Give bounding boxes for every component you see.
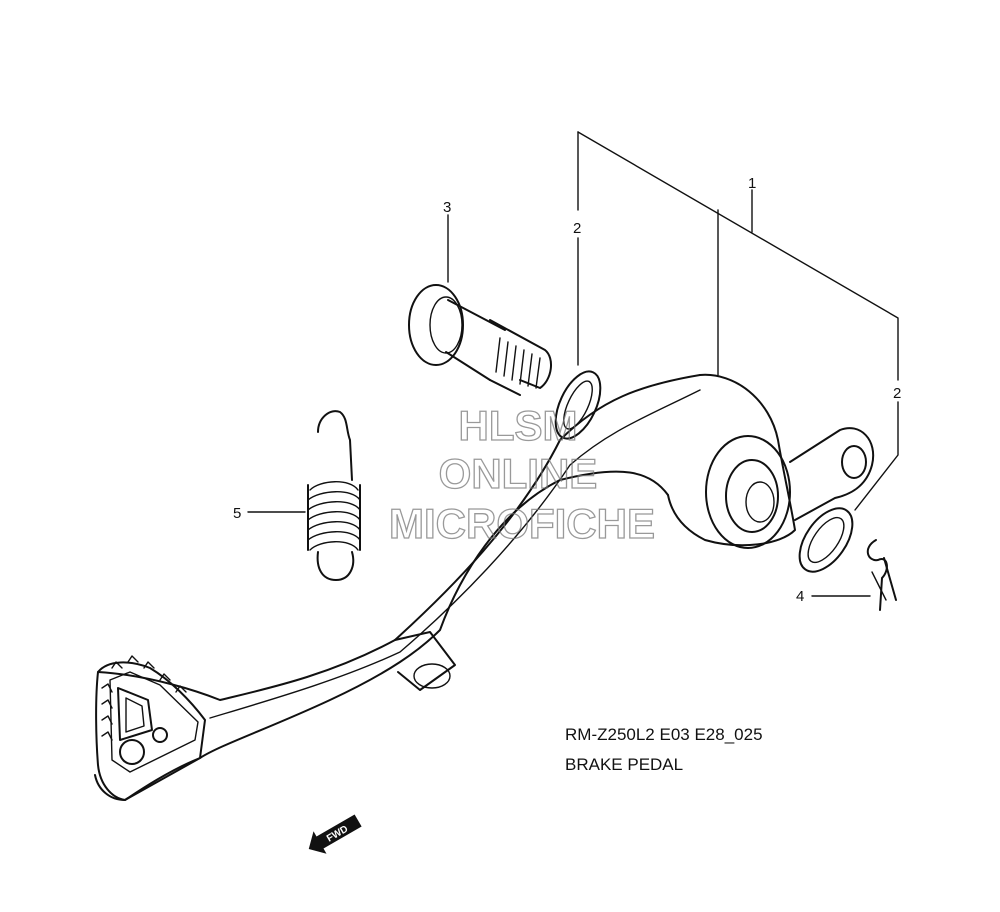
callout-2-upper: 2: [573, 220, 581, 237]
brake-pedal-foot-tip: [95, 655, 206, 801]
forward-arrow-icon: FWD: [308, 814, 362, 854]
cotter-pin: [866, 539, 897, 611]
pivot-bolt: [408, 284, 552, 396]
callout-2-lower: 2: [893, 385, 901, 402]
watermark-line-2: ONLINE: [439, 450, 598, 497]
forward-arrow-label: FWD: [325, 824, 350, 845]
diagram-title: BRAKE PEDAL: [565, 755, 683, 774]
callout-leaders: [247, 131, 899, 597]
washer-upper: [554, 370, 602, 440]
callout-3: 3: [443, 199, 451, 216]
callout-5: 5: [233, 505, 241, 522]
brake-pedal-arm: [94, 373, 875, 801]
return-spring: [307, 410, 361, 581]
watermark-line-3: MICROFICHE: [389, 500, 655, 547]
callout-1: 1: [748, 175, 756, 192]
washer-lower: [798, 507, 854, 573]
diagram-code: RM-Z250L2 E03 E28_025: [565, 725, 763, 744]
callout-4: 4: [796, 588, 804, 605]
watermark: HLSM ONLINE MICROFICHE: [388, 401, 655, 547]
watermark-line-1: HLSM: [459, 402, 578, 449]
